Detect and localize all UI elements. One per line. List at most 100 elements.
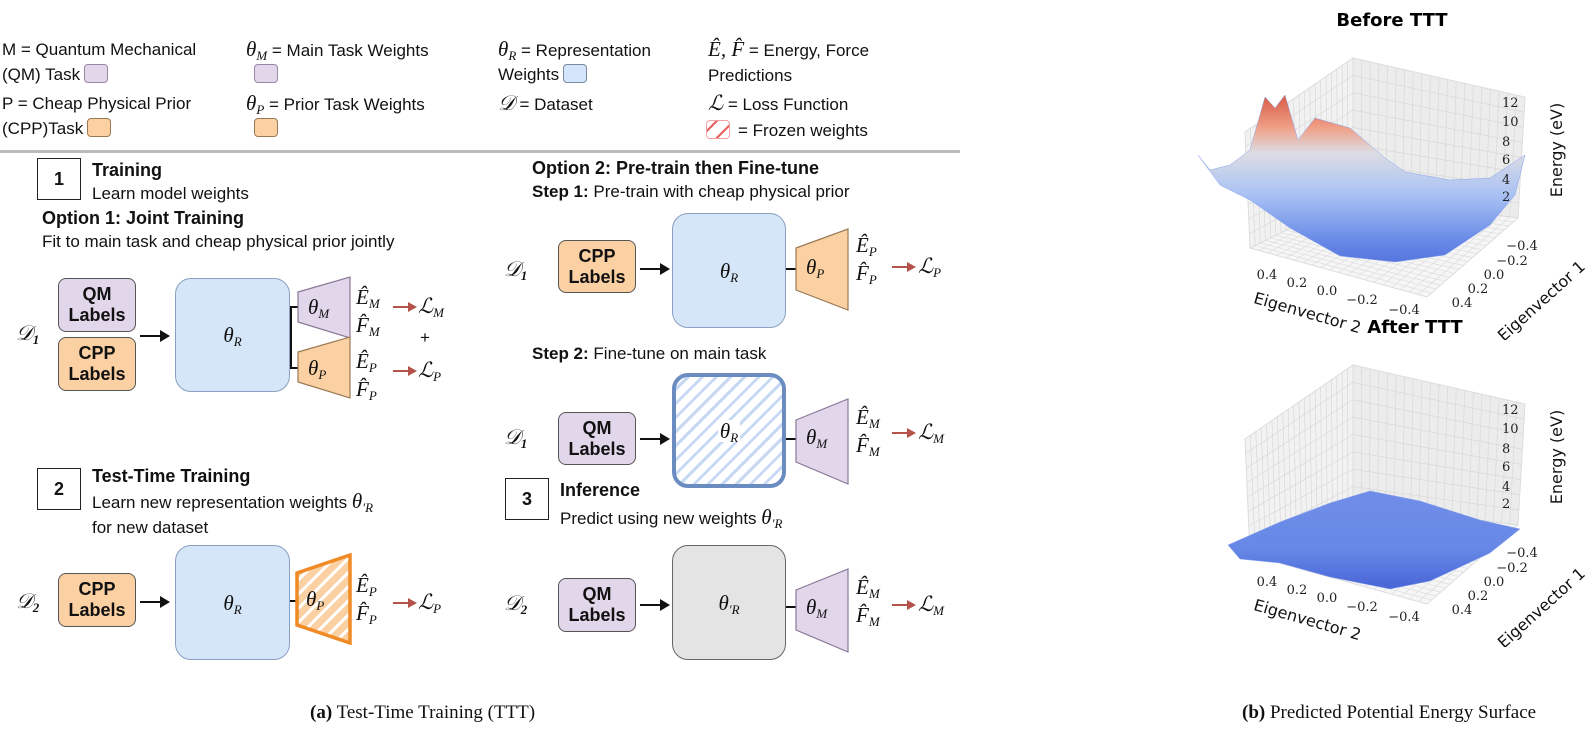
grid-line <box>1325 383 1328 517</box>
theta-m-label: θM <box>308 295 330 321</box>
z-tick-label: 10 <box>1502 115 1519 130</box>
e-m-pred: ÊM <box>856 575 880 601</box>
x-tick-label: 0.2 <box>1287 583 1308 598</box>
theta-r-block-frozen: θR <box>672 373 786 488</box>
rep-swatch <box>563 64 588 83</box>
f-p-pred: F̂P <box>856 261 877 287</box>
inference-line1: Predict using new weights θ′R <box>560 505 783 531</box>
loss-m: ℒM <box>918 420 944 446</box>
x-tick-label: −0.2 <box>1346 600 1378 615</box>
legend-qm: M = Quantum Mechanical <box>2 40 196 60</box>
theta-m-label: θM <box>806 595 828 621</box>
grid-line <box>1426 382 1431 514</box>
dataset-d1: 𝒟1 <box>504 257 528 283</box>
legend-theta-p: θP = Prior Task Weights <box>246 91 425 117</box>
z-tick-label: 10 <box>1502 422 1519 437</box>
loss-arrow <box>393 366 417 376</box>
arrow <box>640 599 670 611</box>
step-number-2: 2 <box>37 468 81 510</box>
e-m-pred: ÊM <box>356 285 380 311</box>
theta-m-decoder <box>795 398 849 485</box>
plot-title: Before TTT <box>1336 10 1448 31</box>
z-tick-label: 12 <box>1502 403 1519 418</box>
theta-p-decoder-trainable <box>295 553 352 645</box>
loss-p: ℒP <box>418 590 442 616</box>
grid-line <box>1418 380 1423 513</box>
loss-arrow <box>892 262 916 272</box>
step2-heading: Step 2: Fine-tune on main task <box>532 344 767 363</box>
x-tick-label: 0.4 <box>1257 575 1278 590</box>
connector <box>290 306 298 308</box>
step-number-1: 1 <box>37 158 81 200</box>
connector <box>290 306 292 368</box>
z-tick-label: 8 <box>1502 135 1510 150</box>
grid-line <box>1287 409 1292 535</box>
loss-p: ℒP <box>418 358 442 384</box>
grid-line <box>1451 388 1457 517</box>
y-tick-label: 0.2 <box>1468 282 1489 297</box>
legend-theta-m: θM = Main Task Weights <box>246 37 429 63</box>
legend-text: P = Cheap Physical Prior <box>2 94 192 113</box>
legend-theta-r: θR = Representation <box>498 37 651 63</box>
loss-arrow <box>892 600 916 610</box>
y-tick-label: 0.2 <box>1468 589 1489 604</box>
step1-heading: Step 1: Pre-train with cheap physical pr… <box>532 182 850 201</box>
grid-line <box>1341 372 1344 510</box>
cpp-swatch <box>87 118 112 137</box>
plus-sign: + <box>420 328 430 347</box>
z-tick-label: 6 <box>1502 153 1510 168</box>
y-axis-label: Eigenvector 1 <box>1494 564 1589 647</box>
dataset-d1: 𝒟1 <box>16 321 40 347</box>
z-axis-label: Energy (eV) <box>1547 103 1566 197</box>
arrow <box>140 330 170 342</box>
y-tick-label: −0.4 <box>1506 239 1538 254</box>
connector <box>290 367 298 369</box>
theta-p-decoder <box>795 228 849 311</box>
surface-plot-after: After TTT121086420.40.20.0−0.2−0.4−0.4−0… <box>1227 317 1589 647</box>
legend-cpp: P = Cheap Physical Prior <box>2 94 191 114</box>
legend-dataset: 𝒟 = Dataset <box>498 91 593 115</box>
grid-line <box>1484 396 1491 521</box>
legend-ef: Ê, F̂ = Energy, Force <box>708 37 870 61</box>
grid-line <box>1331 379 1333 515</box>
loss-arrow <box>393 598 417 608</box>
grid-line <box>1443 386 1448 516</box>
z-tick-label: 2 <box>1502 190 1510 205</box>
arrow <box>640 263 670 275</box>
connector <box>786 438 796 440</box>
grid-line <box>1282 413 1287 538</box>
theta-p-swatch <box>254 118 278 139</box>
loss-m: ℒM <box>918 592 944 618</box>
y-tick-label: 0.4 <box>1452 603 1473 618</box>
grid-line <box>1468 392 1474 519</box>
e-p-pred: ÊP <box>356 573 377 599</box>
e-m-pred: ÊM <box>856 405 880 431</box>
option2-title: Option 2: Pre-train then Fine-tune <box>532 158 819 178</box>
ttt-title: Test-Time Training <box>92 466 251 486</box>
connector <box>786 268 796 270</box>
ttt-line2: for new dataset <box>92 518 209 537</box>
grid-line <box>1393 374 1397 510</box>
legend-loss: ℒ = Loss Function <box>708 91 849 115</box>
f-p-pred: F̂P <box>356 601 377 627</box>
legend-text: (CPP)Task <box>2 119 84 138</box>
grid-line <box>1314 390 1318 522</box>
legend-theta-r-2: Weights <box>498 64 588 85</box>
z-tick-label: 6 <box>1502 460 1510 475</box>
grid-line <box>1509 402 1517 524</box>
legend-ef-2: Predictions <box>708 66 793 85</box>
training-subtitle: Learn model weights <box>92 184 249 203</box>
option1-title: Option 1: Joint Training <box>42 208 244 228</box>
z-tick-label: 8 <box>1502 442 1510 457</box>
grid-line <box>1271 420 1277 543</box>
grid-line <box>1304 398 1307 527</box>
grid-line <box>1298 401 1302 530</box>
caption-b: (b) Predicted Potential Energy Surface <box>1242 702 1537 723</box>
divider <box>0 150 960 153</box>
